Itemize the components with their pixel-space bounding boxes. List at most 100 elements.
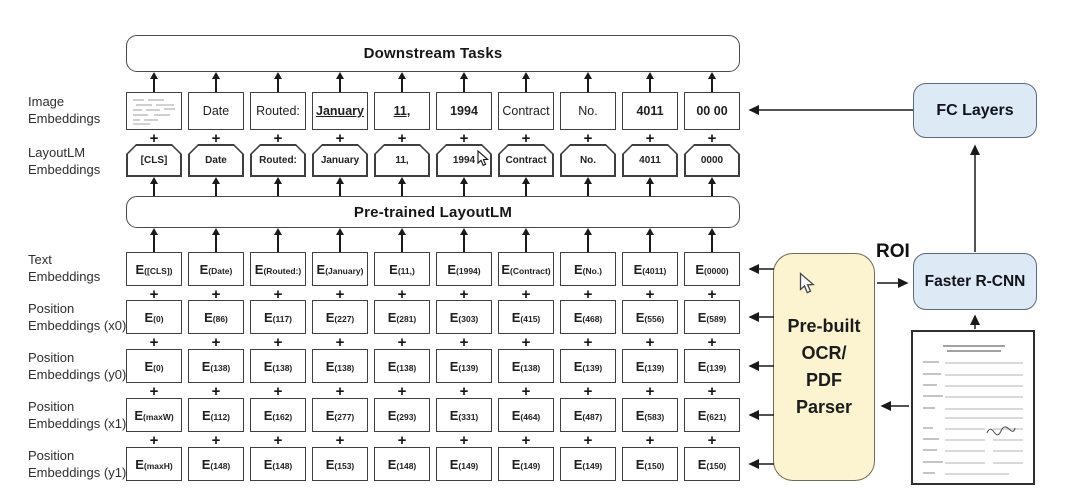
plus-icon: + (459, 334, 469, 351)
image-token-text: Contract (502, 104, 550, 118)
row-x1-cell: E(583) (622, 398, 678, 432)
embedding-symbol: E (387, 407, 397, 423)
row-x0-cell: E(227) (312, 300, 368, 334)
embedding-symbol: E (697, 456, 707, 472)
plus-row: ++++++++++ (126, 286, 740, 303)
plus-icon: + (397, 383, 407, 400)
parser-line: Pre-built (787, 316, 861, 336)
row-x1-cell: E(464) (498, 398, 554, 432)
row-x1-cell: E(112) (188, 398, 244, 432)
token-text: 11, (376, 146, 429, 176)
embedding-symbol: E (449, 309, 459, 325)
plus-icon: + (521, 432, 531, 449)
token-text: Contract (500, 146, 553, 176)
fc-layers-box: FC Layers (913, 83, 1037, 138)
plus-icon: + (273, 130, 283, 147)
row-y0-cell: E(138) (498, 349, 554, 383)
row-x0-cell: E(468) (560, 300, 616, 334)
row-x1-cell: E(331) (436, 398, 492, 432)
up-arrow-icon (684, 228, 740, 252)
embedding-symbol: E (635, 456, 645, 472)
row-y1-cell: E(148) (374, 447, 430, 481)
embedding-symbol: E (263, 309, 273, 325)
up-arrow-icon (312, 177, 368, 196)
up-arrow-icon (436, 72, 492, 92)
up-arrow-icon (436, 228, 492, 252)
embedding-symbol: E (511, 407, 521, 423)
signature-squiggle (986, 426, 1016, 436)
plus-icon: + (459, 286, 469, 303)
row-y1-cell: E(148) (188, 447, 244, 481)
plus-icon: + (707, 334, 717, 351)
up-arrow-icon (622, 177, 678, 196)
layoutlm-embedding-cell: [CLS] (126, 144, 182, 177)
row-text-cell: E(Date) (188, 252, 244, 286)
embedding-symbol: E (511, 456, 521, 472)
parser-line: OCR/ (801, 343, 847, 363)
plus-icon: + (707, 432, 717, 449)
plus-icon: + (211, 432, 221, 449)
pretrained-layoutlm-label: Pre-trained LayoutLM (353, 203, 513, 221)
embedding-symbol: E (325, 456, 335, 472)
up-arrow-icon (188, 177, 244, 196)
cursor-icon-small (477, 150, 489, 167)
embedding-symbol: E (635, 309, 645, 325)
row-text-cell: E(11,) (374, 252, 430, 286)
row-y0-cell: E(139) (436, 349, 492, 383)
embedding-symbol: E (449, 407, 459, 423)
row-y0-cell: E(139) (622, 349, 678, 383)
fc-layers-label: FC Layers (936, 101, 1014, 119)
layoutlm-embedding-cell: 11, (374, 144, 430, 177)
up-arrow-icon (250, 228, 306, 252)
row-label-position-y1: Position Embeddings (y1) (28, 448, 127, 480)
image-embedding-cell: No. (560, 92, 616, 130)
token-text: Date (190, 146, 243, 176)
plus-icon: + (273, 432, 283, 449)
layoutlm-embedding-cell: Date (188, 144, 244, 177)
row-y1-cell: E(maxH) (126, 447, 182, 481)
plus-icon: + (273, 334, 283, 351)
up-arrow-icon (684, 72, 740, 92)
downstream-tasks-label: Downstream Tasks (363, 45, 503, 62)
arrows-text-to-layoutlm (126, 228, 740, 252)
plus-icon: + (273, 286, 283, 303)
image-token-text: Date (202, 104, 230, 118)
plus-icon: + (397, 130, 407, 147)
up-arrow-icon (374, 177, 430, 196)
embedding-symbol: E (511, 309, 521, 325)
plus-icon: + (149, 334, 159, 351)
up-arrow-icon (436, 177, 492, 196)
embedding-symbol: E (263, 358, 273, 374)
row-y1-cell: E(149) (560, 447, 616, 481)
plus-icon: + (335, 130, 345, 147)
up-arrow-icon (250, 177, 306, 196)
embedding-symbol: E (449, 358, 459, 374)
image-embedding-cell: 4011 (622, 92, 678, 130)
embedding-symbol: E (573, 407, 583, 423)
layoutlm-embedding-cell: Routed: (250, 144, 306, 177)
embedding-symbol: E (511, 358, 521, 374)
layoutlm-embedding-cell: 4011 (622, 144, 678, 177)
plus-icon: + (583, 286, 593, 303)
plus-icon: + (273, 383, 283, 400)
up-arrow-icon (684, 177, 740, 196)
embedding-symbol: E (573, 309, 583, 325)
plus-icon: + (149, 383, 159, 400)
plus-icon: + (645, 286, 655, 303)
row-y1-cell: E(150) (622, 447, 678, 481)
plus-icon: + (211, 334, 221, 351)
embedding-symbol: E (316, 261, 326, 277)
layoutlm-embedding-cell: No. (560, 144, 616, 177)
plus-row: ++++++++++ (126, 130, 740, 147)
up-arrow-icon (312, 72, 368, 92)
up-arrow-icon (312, 228, 368, 252)
image-embedding-cell: Routed: (250, 92, 306, 130)
embedding-symbol: E (633, 261, 643, 277)
row-y0-cell: E(139) (684, 349, 740, 383)
row-text-cell: E(No.) (560, 252, 616, 286)
row-x0-cell: E(117) (250, 300, 306, 334)
plus-icon: + (211, 383, 221, 400)
image-token-text: 11, (393, 104, 411, 118)
plus-icon: + (583, 432, 593, 449)
